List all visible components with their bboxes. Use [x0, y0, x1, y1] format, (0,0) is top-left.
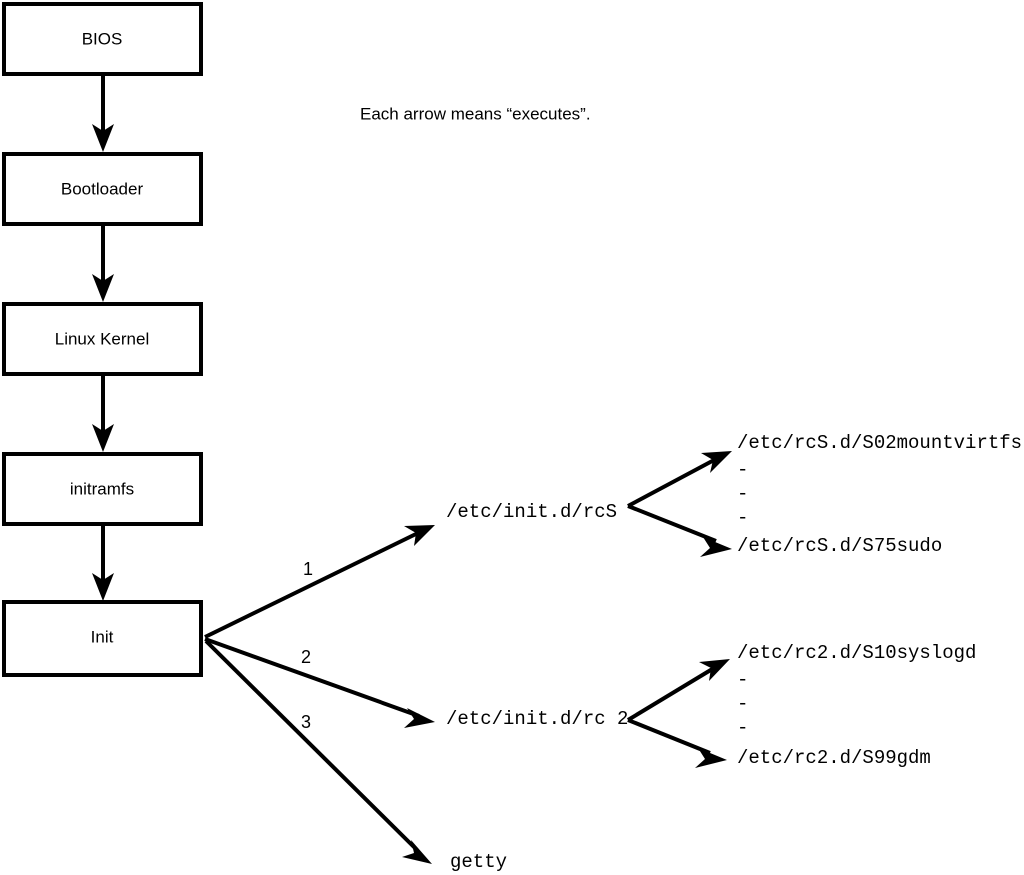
edge-label-1: 1	[303, 559, 313, 579]
node-linux-kernel[interactable]: Linux Kernel	[2, 302, 203, 376]
script-label-rc2-first[interactable]: /etc/rc2.d/S10syslogd	[737, 642, 976, 664]
arrow-head-icon	[699, 659, 730, 681]
target-label-rc2[interactable]: /etc/init.d/rc 2	[446, 708, 628, 730]
arrow-head-icon	[700, 537, 732, 557]
edge-init-to-rcs: 1	[204, 525, 435, 639]
ellipsis-dash-rc2-2: -	[737, 693, 748, 715]
node-bootloader-label: Bootloader	[61, 179, 144, 198]
edge-label-2: 2	[301, 647, 311, 667]
edge-label-3: 3	[301, 712, 311, 732]
arrow-head-icon	[402, 840, 432, 864]
script-label-rc2-last[interactable]: /etc/rc2.d/S99gdm	[737, 747, 931, 769]
arrow-head-icon	[404, 708, 435, 728]
node-bios[interactable]: BIOS	[2, 2, 203, 76]
edge-init-to-getty: 3	[204, 639, 432, 864]
ellipsis-dash-rcs-2: -	[737, 483, 748, 505]
edge-kernel-to-initramfs	[92, 376, 114, 452]
edge-rc2-to-s10syslogd	[626, 659, 730, 722]
edge-init-to-rc2: 2	[204, 637, 435, 728]
edge-rc2-to-s99gdm	[627, 718, 727, 768]
target-label-getty[interactable]: getty	[450, 851, 507, 873]
ellipsis-dash-rc2-1: -	[737, 669, 748, 691]
ellipsis-dash-rcs-3: -	[737, 507, 748, 529]
script-label-rcs-last[interactable]: /etc/rcS.d/S75sudo	[737, 535, 942, 557]
node-initramfs-rect	[2, 452, 203, 526]
ellipsis-dash-rcs-1: -	[737, 459, 748, 481]
node-init-label: Init	[91, 627, 114, 646]
arrow-head-icon	[92, 124, 114, 152]
edge-bootloader-to-kernel	[92, 226, 114, 302]
script-label-rcs-first[interactable]: /etc/rcS.d/S02mountvirtfs	[737, 432, 1022, 454]
node-initramfs-label: initramfs	[70, 479, 134, 498]
target-label-rcs[interactable]: /etc/init.d/rcS	[446, 501, 617, 523]
node-bootloader-rect	[2, 152, 203, 226]
edge-initramfs-to-init	[92, 526, 114, 601]
edge-rcs-to-s02mountvirtfs	[627, 451, 732, 508]
node-init-rect	[2, 600, 203, 677]
node-linux-kernel-label: Linux Kernel	[55, 329, 150, 348]
node-init[interactable]: Init	[2, 600, 203, 677]
node-bootloader[interactable]: Bootloader	[2, 152, 203, 226]
node-initramfs[interactable]: initramfs	[2, 452, 203, 526]
arrow-head-icon	[92, 573, 114, 601]
arrow-head-icon	[92, 274, 114, 302]
arrow-head-icon	[404, 525, 435, 546]
node-bios-label: BIOS	[82, 29, 123, 48]
ellipsis-dash-rc2-3: -	[737, 717, 748, 739]
node-linux-kernel-rect	[2, 302, 203, 376]
arrow-head-icon	[92, 424, 114, 452]
arrow-head-icon	[701, 451, 732, 473]
node-bios-rect	[2, 2, 203, 76]
diagram-caption: Each arrow means “executes”.	[360, 104, 591, 123]
arrow-head-icon	[695, 748, 727, 768]
edge-bios-to-bootloader	[92, 76, 114, 152]
edge-rcs-to-s75sudo	[627, 504, 732, 557]
